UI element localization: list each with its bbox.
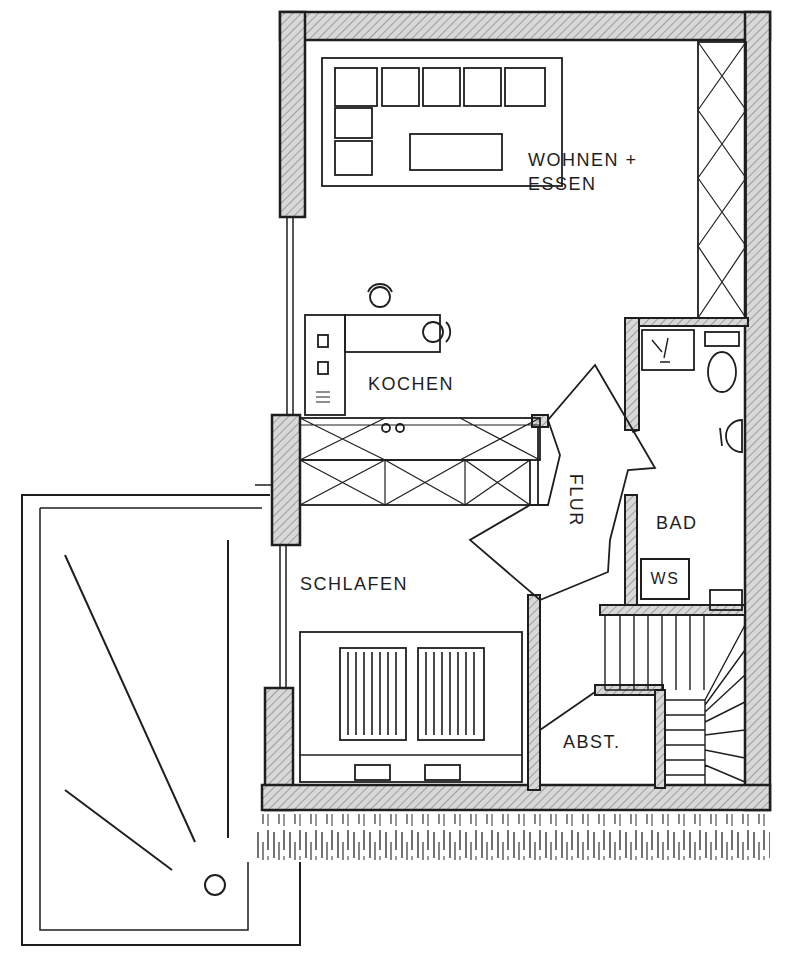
living-dining-room: WOHNEN + ESSEN [305,40,695,315]
kitchen-room: KOCHEN [345,354,530,416]
room-label: BAD [656,511,698,535]
bedroom-room: SCHLAFEN [295,506,527,628]
room-label: WOHNEN + ESSEN [528,148,650,197]
room-label: FLUR [564,473,588,526]
bathroom-room: BAD WS [640,328,744,604]
washing-machine-box: WS [640,558,690,600]
plan-lines [22,217,770,945]
outer-walls [262,12,770,810]
room-label: KOCHEN [368,372,454,396]
storage-room: ABST. [541,697,654,783]
hallway-room: FLUR [548,440,608,570]
room-label: ABST. [563,730,621,754]
room-label: SCHLAFEN [300,572,408,596]
inner-walls [528,318,748,790]
furniture [300,42,746,785]
room-label: WS [651,568,680,590]
